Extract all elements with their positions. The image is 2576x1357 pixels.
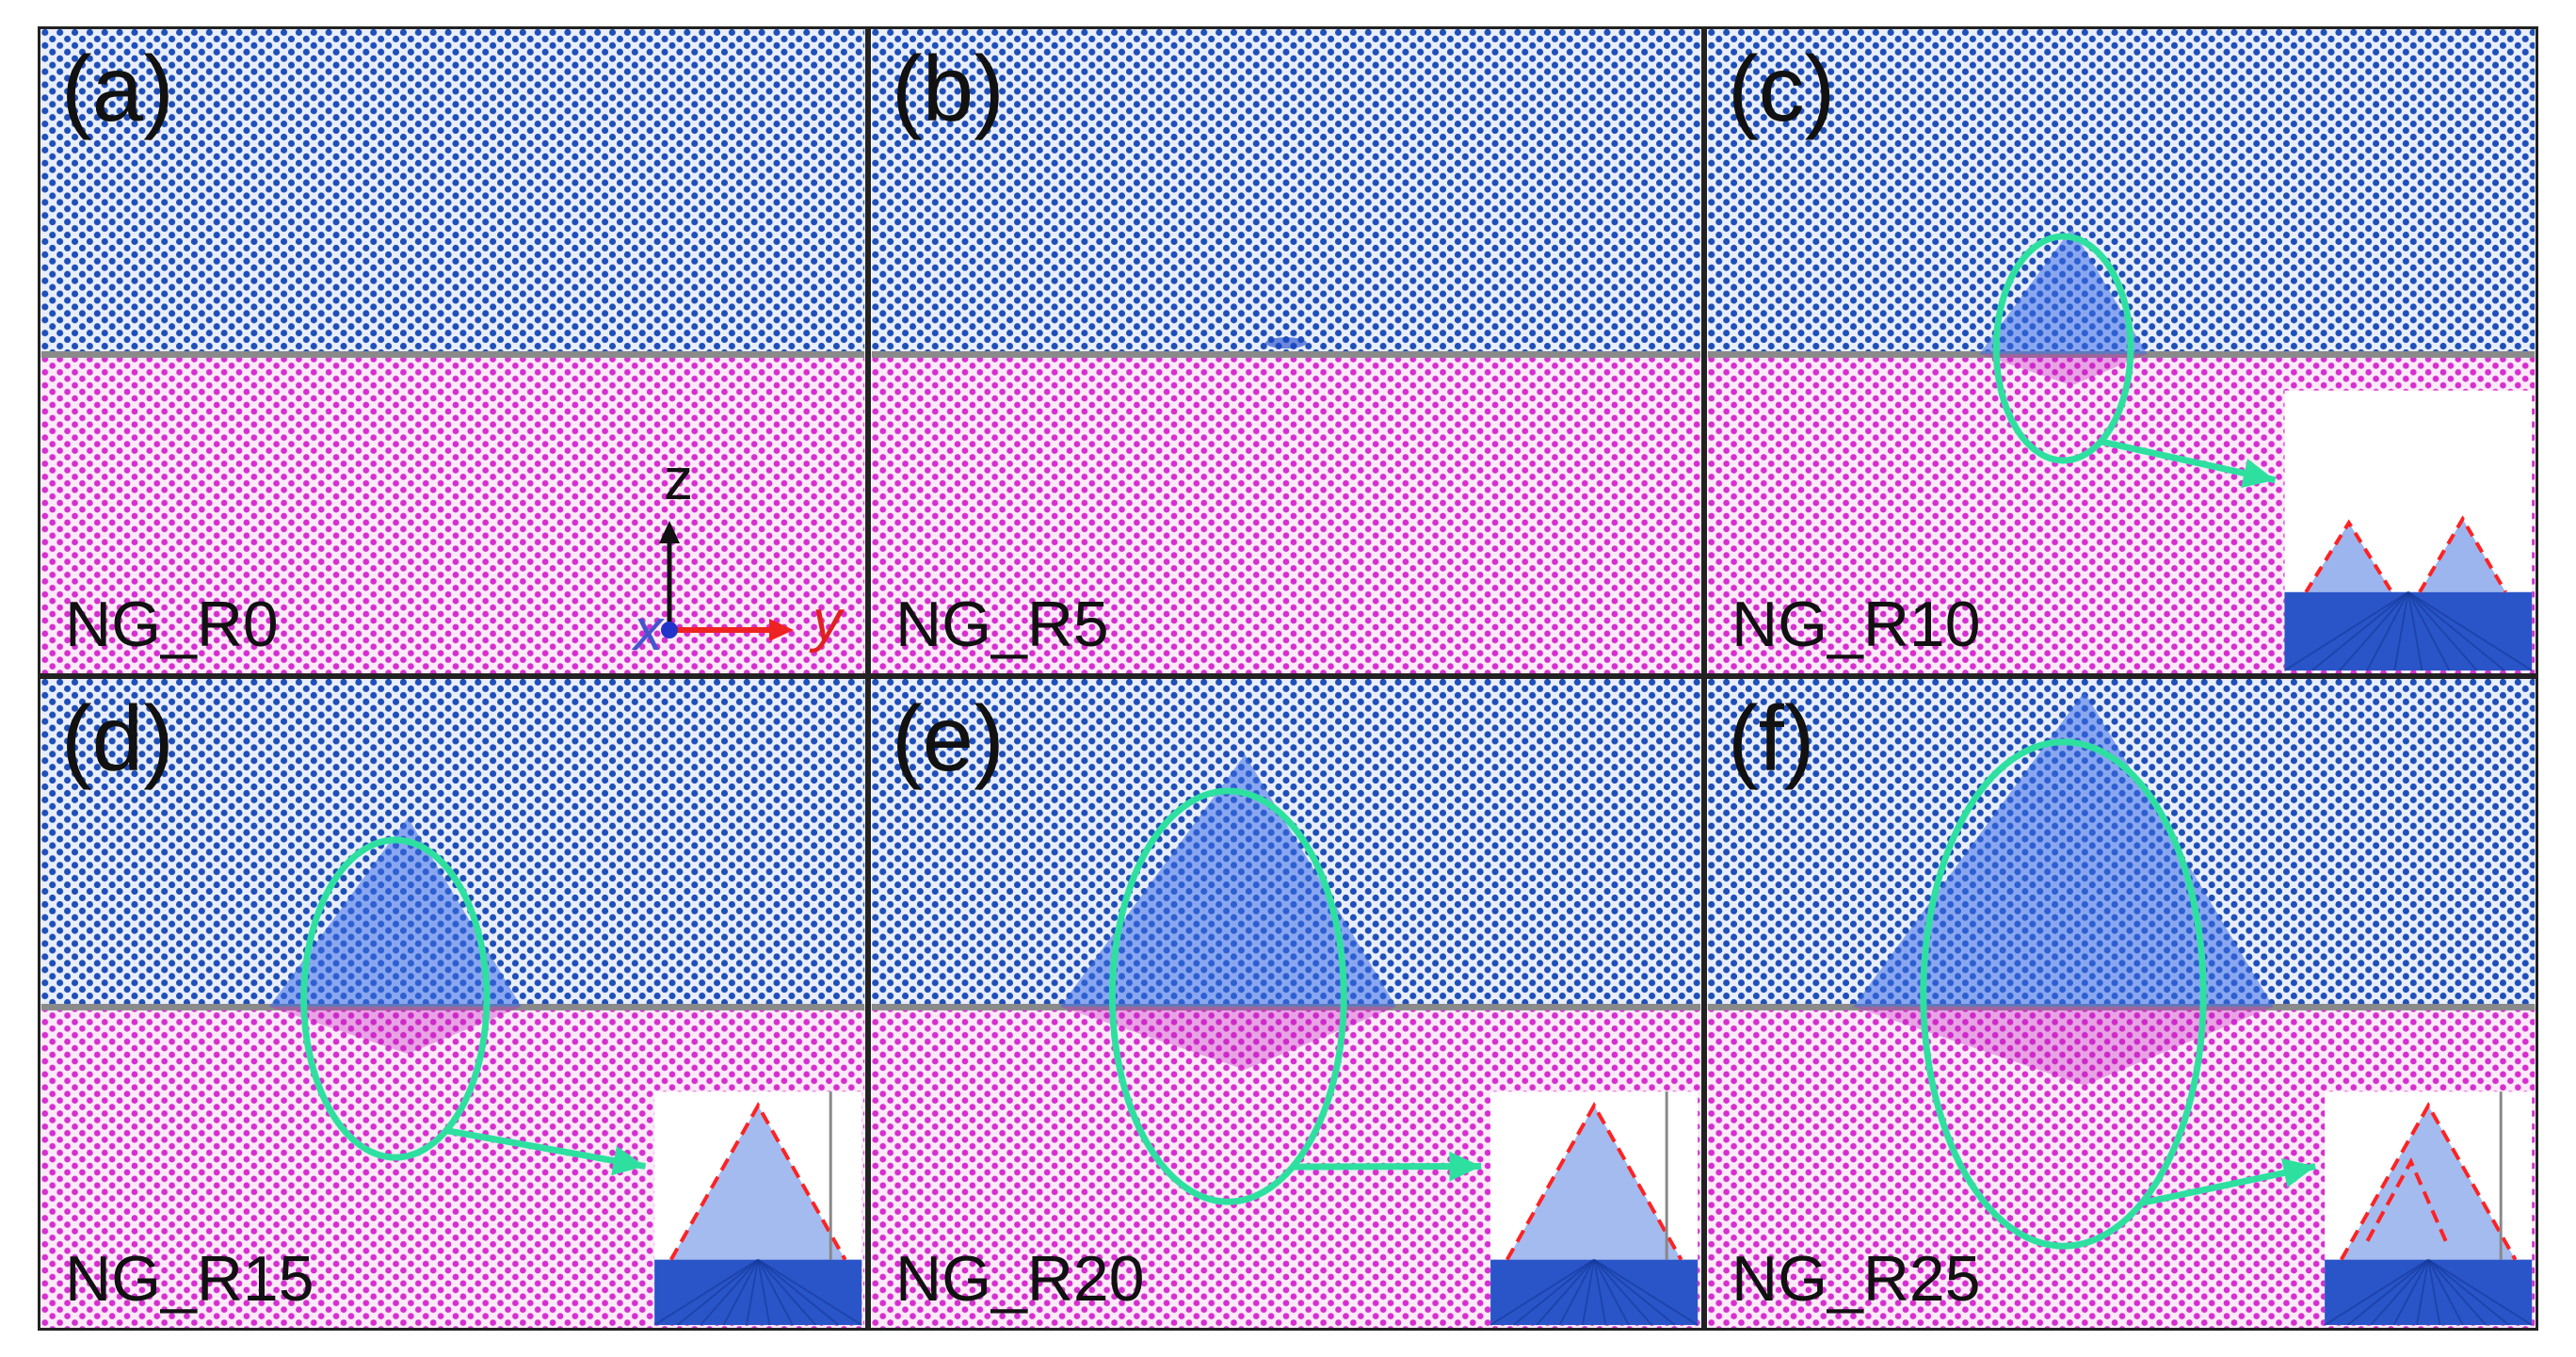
- grain-boundary: [871, 351, 1701, 358]
- panel-b: (b) NG_R5: [868, 26, 1704, 676]
- grain-boundary: [871, 1003, 1701, 1010]
- defect-cluster: [1059, 754, 1396, 1007]
- panel-label: (f): [1728, 687, 1815, 790]
- defect-cluster: [1265, 337, 1307, 349]
- arrow-head: [1449, 1151, 1482, 1182]
- defect-cluster: [268, 817, 522, 1007]
- sample-name: NG_R0: [65, 589, 279, 660]
- panel-d: (d) NG_R15: [38, 676, 868, 1331]
- grain-boundary: [1707, 351, 2536, 358]
- lower-grain: [40, 353, 865, 673]
- sample-name: NG_R5: [895, 589, 1109, 660]
- sample-name: NG_R20: [895, 1243, 1145, 1315]
- panel-label: (e): [892, 687, 1005, 790]
- sample-name: NG_R25: [1731, 1243, 1981, 1315]
- panel-label: (c): [1728, 37, 1836, 140]
- inset-image: [653, 1091, 862, 1326]
- panel-label: (d): [61, 687, 174, 790]
- defect-cluster-lower: [1979, 353, 2148, 386]
- highlight-circle: [1108, 787, 1347, 1205]
- panel-a: (a) NG_R0 z x y: [38, 26, 868, 676]
- upper-grain: [40, 29, 865, 354]
- arrow-head: [2241, 459, 2276, 489]
- grain-boundary: [40, 351, 865, 358]
- inset-image: [2283, 390, 2533, 671]
- grain-boundary: [40, 1003, 865, 1010]
- panel-f: (f) NG_R25: [1704, 676, 2538, 1331]
- inset-image: [1489, 1091, 1699, 1326]
- inset-image: [2324, 1091, 2533, 1326]
- atom-lattice-image: [1707, 29, 2536, 673]
- sample-name: NG_R15: [65, 1243, 314, 1315]
- panel-e: (e) NG_R20: [868, 676, 1704, 1331]
- panel-c: (c) NG_R10: [1704, 26, 2538, 676]
- defect-cluster-lower: [268, 1006, 522, 1055]
- axis-label-x: x: [634, 598, 663, 663]
- coordinate-axes-icon: [659, 521, 794, 641]
- defect-cluster-lower: [1059, 1006, 1396, 1070]
- axis-label-z: z: [664, 447, 693, 512]
- lower-grain: [871, 353, 1701, 673]
- atom-lattice-image: [40, 29, 865, 673]
- grain-boundary: [1707, 1003, 2536, 1010]
- panel-label: (a): [61, 37, 174, 140]
- axis-label-y: y: [813, 589, 842, 654]
- highlight-circle: [1992, 233, 2134, 464]
- defect-cluster-lower: [1853, 1006, 2274, 1086]
- defect-cluster: [1979, 228, 2148, 354]
- defect-cluster: [1853, 691, 2274, 1007]
- arrow-head: [2280, 1157, 2316, 1187]
- highlight-circle: [300, 836, 491, 1161]
- atom-lattice-image: [1707, 679, 2536, 1328]
- atom-lattice-image: [871, 29, 1701, 673]
- highlight-circle: [1920, 738, 2207, 1250]
- atom-lattice-image: [40, 679, 865, 1328]
- arrow-line: [444, 1127, 646, 1170]
- upper-grain: [871, 29, 1701, 354]
- atom-lattice-image: [871, 679, 1701, 1328]
- figure: (a) NG_R0 z x y (b) NG_R5 (c) NG_R10 (d) NG_R15 (e)…: [38, 26, 2538, 1331]
- panel-label: (b): [892, 37, 1005, 140]
- sample-name: NG_R10: [1731, 589, 1981, 660]
- arrow-head: [611, 1145, 646, 1176]
